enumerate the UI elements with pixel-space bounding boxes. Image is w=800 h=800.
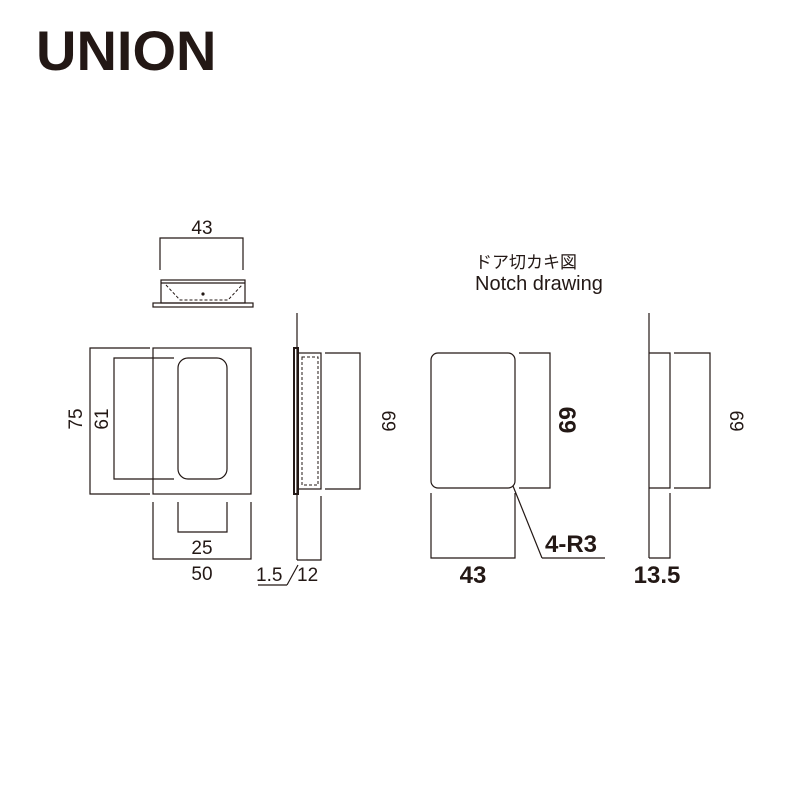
notch-width-dimension-line — [430, 493, 516, 559]
front-pocket — [177, 357, 228, 480]
notch-pocket-outline — [649, 352, 671, 489]
notch-height-dimension-line — [519, 352, 551, 489]
top-width-dimension-line — [159, 237, 244, 270]
notch-title-en: Notch drawing — [475, 273, 603, 295]
notch-side-view: 69 13.5 — [634, 313, 746, 589]
brand-logo: UNION — [36, 19, 216, 82]
front-plate — [152, 347, 252, 495]
front-height-inner-label: 61 — [92, 408, 113, 429]
front-height-outer-label: 75 — [66, 408, 87, 429]
notch-outline — [430, 352, 516, 489]
top-view-body — [160, 279, 246, 304]
notch-radius-label: 4-R3 — [545, 531, 597, 558]
top-view: 43 — [152, 218, 254, 308]
side-height-label: 69 — [377, 410, 398, 431]
notch-drawing: ドア切カキ図 Notch drawing 69 43 4-R3 — [430, 253, 605, 589]
notch-width-label: 43 — [460, 562, 487, 589]
top-view-flange — [152, 302, 254, 308]
side-depth-dimension-line — [297, 496, 322, 561]
notch-side-depth-label: 13.5 — [634, 562, 681, 589]
notch-side-height-dimension-line — [674, 352, 711, 489]
top-width-label: 43 — [191, 218, 212, 239]
top-view-hidden-line — [165, 284, 243, 301]
top-view-screw-hole — [201, 292, 205, 296]
front-view: 75 61 25 50 — [66, 347, 252, 585]
radius-leader — [512, 485, 543, 559]
side-flange — [293, 347, 299, 495]
side-view: 69 1.5 12 — [256, 313, 398, 586]
front-width-dimension-line — [152, 502, 252, 560]
side-body — [297, 352, 322, 490]
front-pocket-width-label: 25 — [191, 538, 212, 559]
notch-side-depth-dimension-line — [649, 493, 671, 559]
notch-height-label: 69 — [553, 407, 580, 434]
notch-title-jp: ドア切カキ図 — [475, 253, 577, 273]
side-flange-label: 1.5 — [256, 565, 282, 586]
side-hidden-line — [301, 356, 319, 486]
notch-side-height-label: 69 — [725, 410, 746, 431]
side-height-dimension-line — [325, 352, 361, 490]
front-height-inner-dimension-line — [113, 357, 174, 480]
front-width-label: 50 — [191, 564, 212, 585]
front-height-outer-dimension-line — [89, 347, 150, 495]
side-depth-label: 12 — [297, 565, 318, 586]
front-pocket-width-dimension-line — [177, 502, 228, 533]
flange-leader-slash — [286, 564, 299, 586]
